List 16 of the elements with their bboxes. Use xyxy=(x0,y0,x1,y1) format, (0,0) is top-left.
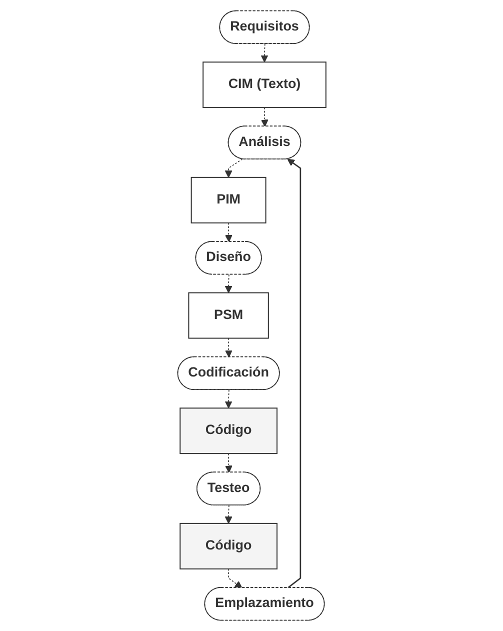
node-box: PSM xyxy=(188,292,269,339)
arrow xyxy=(224,504,232,524)
arrow xyxy=(224,453,232,473)
arrow xyxy=(260,107,268,127)
arrow xyxy=(224,390,232,408)
arrow xyxy=(260,44,268,62)
node-box: Código xyxy=(179,408,278,454)
arrow xyxy=(224,222,232,242)
arrow xyxy=(224,338,232,358)
arrow xyxy=(228,568,242,588)
node-box: CIM (Texto) xyxy=(202,62,326,108)
arrow xyxy=(286,158,301,588)
node-box: PIM xyxy=(190,176,266,224)
node-box: Código xyxy=(179,522,278,570)
arrow xyxy=(224,274,232,294)
arrow xyxy=(224,158,242,178)
